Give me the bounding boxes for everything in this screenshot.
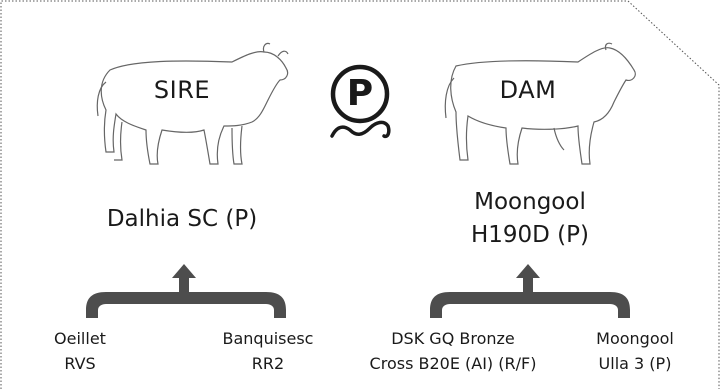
poll-marker-icon <box>330 64 391 139</box>
sire-grandsire-line-1: Oeillet <box>54 329 106 348</box>
dam-label: DAM <box>499 76 557 104</box>
dam-bracket-arrow <box>430 264 630 318</box>
poll-letter: P <box>346 73 374 114</box>
dam-granddam-line-1: Moongool <box>596 329 674 348</box>
sire-label: SIRE <box>153 76 211 104</box>
sire-name: Dalhia SC (P) <box>106 206 258 232</box>
sire-granddam-line-2: RR2 <box>251 354 285 373</box>
dam-grandsire-line-1: DSK GQ Bronze <box>391 329 515 348</box>
dam-granddam-line-2: Ulla 3 (P) <box>598 354 672 373</box>
dam-name-line-1: Moongool <box>474 189 586 215</box>
cow-icon <box>444 42 636 165</box>
sire-grandsire-line-2: RVS <box>64 354 96 373</box>
dam-name-line-2: H190D (P) <box>470 222 590 248</box>
sire-bracket-arrow <box>86 264 286 318</box>
dam-grandsire-line-2: Cross B20E (AI) (R/F) <box>369 354 537 373</box>
bull-icon <box>96 42 289 165</box>
sire-granddam-line-1: Banquisesc <box>222 329 314 348</box>
